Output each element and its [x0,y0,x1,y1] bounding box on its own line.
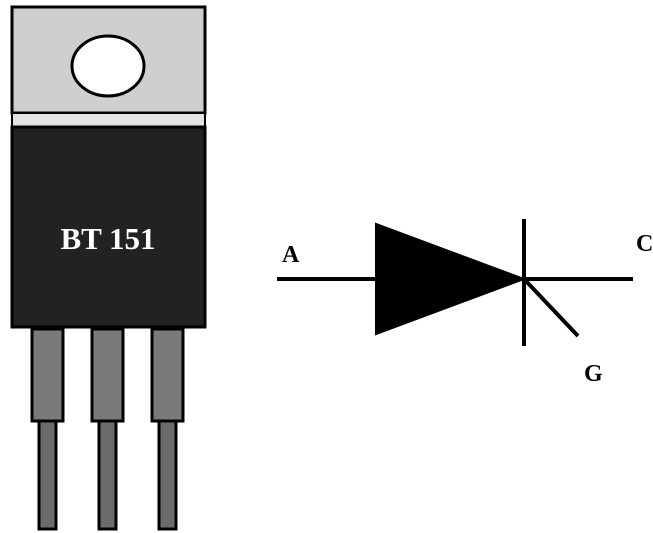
pin-1-lead [37,419,58,531]
mounting-hole [70,34,146,98]
to220-package: BT 151 [10,5,207,531]
pin-2-upper [90,327,125,423]
gate-label: G [584,361,603,387]
cathode-label: C [636,231,653,257]
package-body [10,125,207,329]
diode-triangle [375,222,527,336]
anode-label: A [282,242,300,268]
pin-2-lead [97,419,118,531]
scr-symbol: A C G [277,219,653,387]
tab-strip [11,112,206,128]
pin-1-upper [30,327,65,423]
gate-lead [522,277,580,338]
pin-3-lead [157,419,178,531]
pin-3-upper [150,327,185,423]
part-number-label: BT 151 [60,221,155,256]
